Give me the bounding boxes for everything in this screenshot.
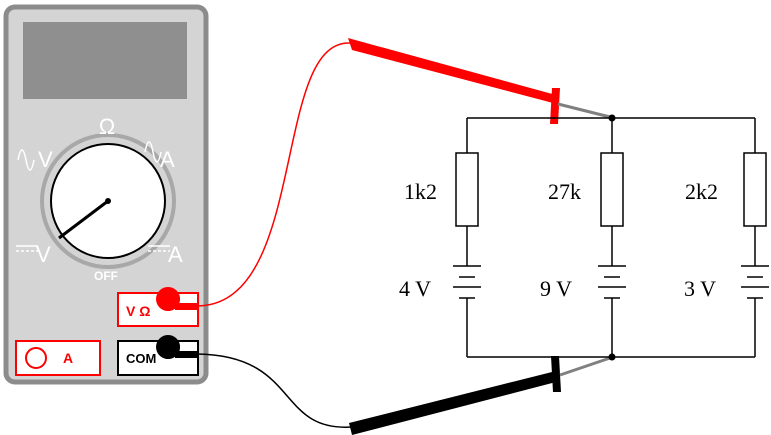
black-test-lead[interactable] bbox=[156, 335, 611, 435]
red-test-lead[interactable] bbox=[156, 38, 611, 311]
dial-label-ac-volts: V bbox=[38, 147, 53, 172]
black-probe-guard[interactable] bbox=[551, 356, 561, 392]
dial-label-dc-amps: A bbox=[168, 242, 183, 267]
battery-1 bbox=[453, 265, 481, 299]
amps-jack-label: A bbox=[63, 350, 73, 366]
red-probe-tip bbox=[557, 102, 611, 119]
circuit: 1k2 4 V 27k 9 V bbox=[399, 114, 769, 361]
resistor-2-label: 27k bbox=[548, 179, 581, 204]
resistor-2 bbox=[600, 152, 624, 227]
battery-2-label: 9 V bbox=[540, 276, 572, 301]
dial-label-ohm: Ω bbox=[99, 114, 115, 139]
ac-wave-icon bbox=[144, 141, 162, 163]
resistor-3 bbox=[743, 152, 767, 227]
red-plug[interactable] bbox=[156, 287, 181, 311]
dial-label-off: OFF bbox=[94, 269, 118, 283]
amps-jack[interactable]: A bbox=[15, 340, 101, 376]
multimeter: Ω OFF V A V A V Ω A COM bbox=[3, 4, 209, 385]
meter-display bbox=[23, 22, 187, 99]
black-lead-wire bbox=[197, 353, 353, 428]
selector-dial[interactable] bbox=[40, 133, 176, 269]
battery-3-label: 3 V bbox=[684, 276, 716, 301]
resistor-1-label: 1k2 bbox=[404, 179, 437, 204]
battery-2 bbox=[598, 265, 626, 299]
dial-ring bbox=[40, 133, 176, 269]
dial-hub bbox=[105, 198, 111, 204]
branch-2: 27k 9 V bbox=[540, 118, 626, 357]
dial-pointer bbox=[58, 199, 109, 240]
resistor-3-label: 2k2 bbox=[685, 179, 718, 204]
amps-jack-socket bbox=[25, 347, 47, 369]
red-plug-sleeve bbox=[175, 303, 199, 310]
black-probe-tip bbox=[559, 356, 611, 377]
dial-label-ac-amps: A bbox=[160, 147, 175, 172]
battery-3 bbox=[741, 265, 769, 299]
dial-label-dc-volts: V bbox=[36, 242, 51, 267]
resistor-1 bbox=[455, 152, 479, 227]
black-plug-sleeve bbox=[175, 351, 199, 358]
red-probe-body[interactable] bbox=[348, 38, 556, 103]
red-lead-wire bbox=[197, 42, 351, 307]
black-probe-body[interactable] bbox=[349, 372, 556, 435]
branch-3: 2k2 3 V bbox=[684, 118, 769, 357]
com-jack-label: COM bbox=[126, 351, 156, 366]
black-plug[interactable] bbox=[156, 335, 181, 359]
branch-1: 1k2 4 V bbox=[399, 118, 481, 357]
red-probe-guard[interactable] bbox=[550, 88, 560, 124]
battery-1-label: 4 V bbox=[399, 276, 431, 301]
volt-ohm-jack-label: V Ω bbox=[126, 303, 150, 319]
ac-wave-icon bbox=[17, 149, 35, 171]
